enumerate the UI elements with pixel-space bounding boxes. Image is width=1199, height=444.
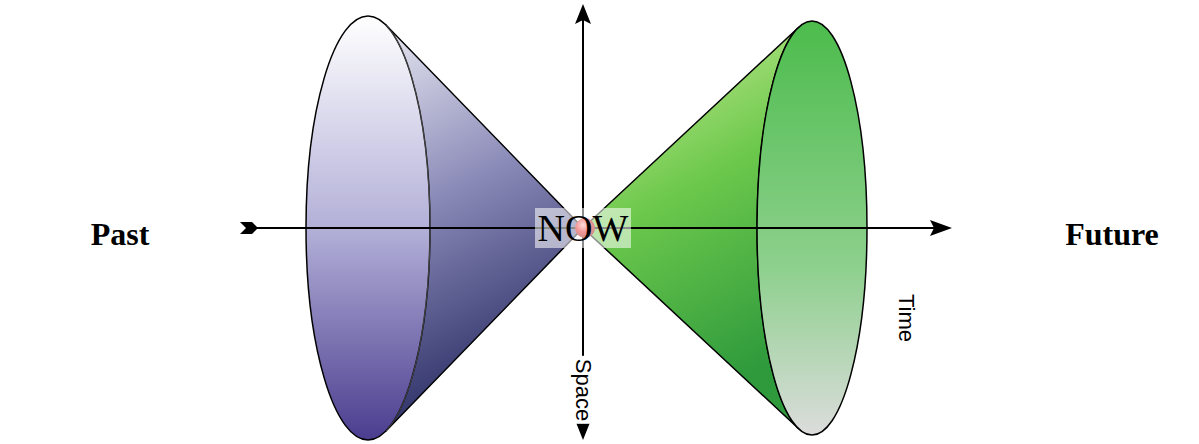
period-label: Future bbox=[1065, 218, 1159, 250]
arrowhead bbox=[575, 4, 591, 24]
arrowhead bbox=[930, 220, 952, 236]
axis-label: Space bbox=[571, 356, 595, 424]
arrow-fletching bbox=[240, 222, 258, 234]
axis-label: Time bbox=[895, 294, 917, 342]
period-label: Past bbox=[91, 218, 150, 250]
now-label: NOW bbox=[535, 208, 632, 248]
